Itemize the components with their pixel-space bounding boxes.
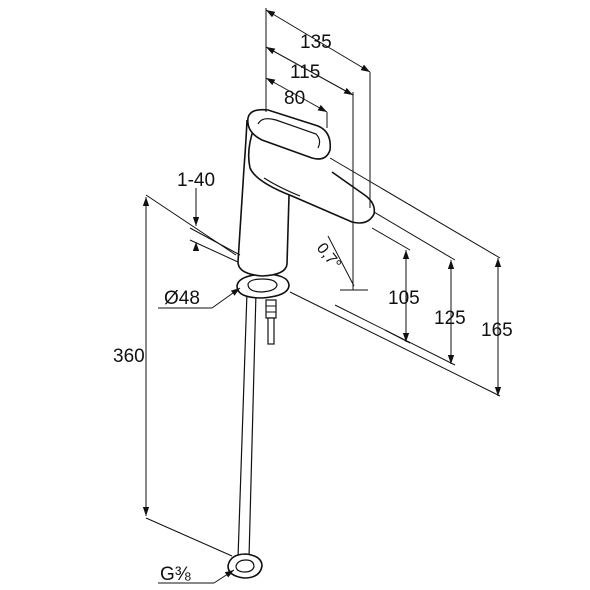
faucet-spout xyxy=(247,127,376,224)
dim-165: 165 xyxy=(481,320,513,341)
flexible-hose xyxy=(237,291,257,559)
base-flange xyxy=(236,273,290,299)
hose-nut xyxy=(227,553,263,579)
faucet-body xyxy=(227,108,376,579)
dim-angle: 0,7° xyxy=(313,240,344,273)
dim-135: 135 xyxy=(300,32,332,53)
dim-360: 360 xyxy=(113,346,145,367)
dim-diameter: Ø48 xyxy=(164,288,200,309)
dimension-labels: 135 115 80 1-40 0,7° 105 125 165 360 Ø48… xyxy=(113,32,513,585)
dim-1-40: 1-40 xyxy=(177,170,215,191)
lever-handle xyxy=(246,108,332,160)
dim-125: 125 xyxy=(434,308,466,329)
dimension-lines xyxy=(142,8,502,584)
dim-105: 105 xyxy=(388,288,420,309)
fixing-rod xyxy=(265,299,277,345)
dim-80: 80 xyxy=(284,88,305,109)
dim-thread: G⅜ xyxy=(160,564,191,585)
dim-115: 115 xyxy=(290,62,320,83)
